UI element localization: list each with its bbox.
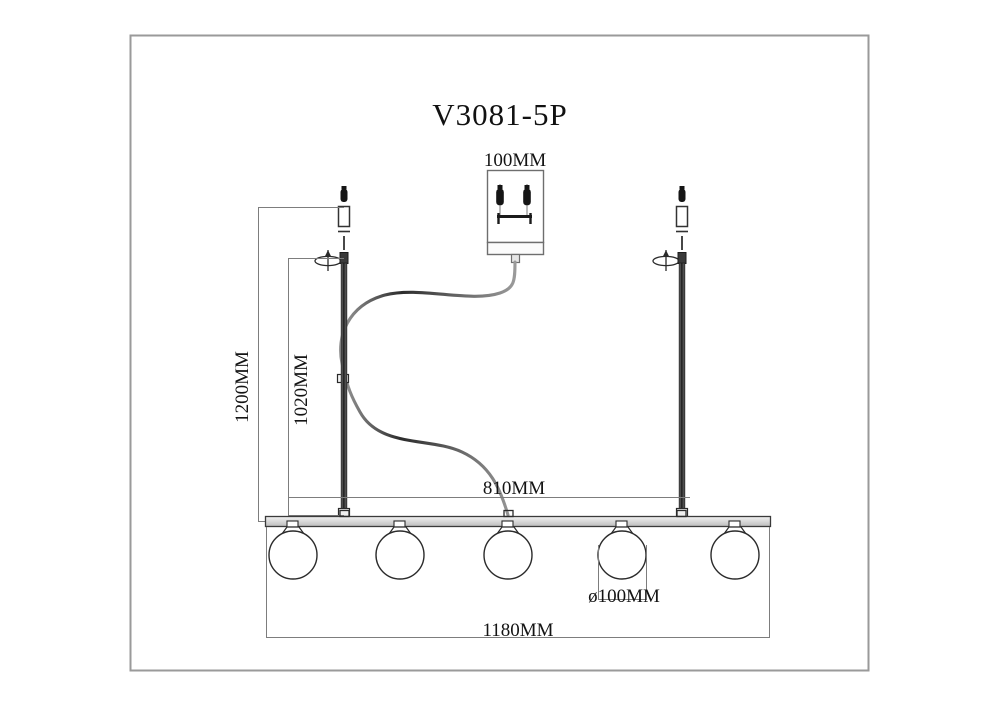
ceiling-canopy-assembly: 100MM [484,150,546,264]
glass-globe-2 [375,520,425,580]
rod-drop-label: 1020MM [291,354,312,426]
rod-drop-dimension: 1020MM [288,258,344,516]
left-suspension-rod-assembly [314,186,351,518]
right-ceiling-cup [675,205,689,228]
canopy-width-label: 100MM [484,150,546,171]
globe-diameter-dimension: ø100MM [588,545,660,607]
right-rod [678,262,686,516]
globe-2-sphere [375,530,425,580]
left-swivel-symbol [314,250,342,271]
left-ceiling-cup [337,205,351,228]
overall-drop-label: 1200MM [232,351,253,423]
glass-globe-5 [710,520,760,580]
canopy-bolt-right [523,184,531,218]
bar-mount-center [503,509,514,518]
cable-drop-label: 810MM [483,478,545,499]
globe-2-collar [393,520,406,528]
glass-globe-4 [597,520,647,580]
globe-diameter-label: ø100MM [588,586,660,607]
globe-4-sphere [597,530,647,580]
glass-globe-1 [268,520,318,580]
bar-mount-left [339,509,350,518]
drawing-border-frame [129,34,870,672]
globe-5-sphere [710,530,760,580]
canopy-bolt-left [496,184,504,218]
glass-globe-3 [483,520,533,580]
right-rod-ferrule [677,252,687,264]
globe-5-collar [728,520,741,528]
right-suspension-rod-assembly [652,186,689,518]
bar-length-dimension: 1180MM [266,527,770,641]
overall-drop-dimension: 1200MM [232,207,344,522]
light-bar-assembly [264,509,772,528]
light-bar [264,515,772,528]
globe-3-sphere [483,530,533,580]
page-title: V3081-5P [432,97,567,132]
globe-1-collar [286,520,299,528]
bar-length-label: 1180MM [482,620,553,641]
canopy-body [486,169,545,244]
left-rod [340,262,348,516]
globe-1-sphere [268,530,318,580]
globe-3-collar [501,520,514,528]
globe-4-collar [615,520,628,528]
cable-drop-dimension: 810MM [288,478,690,499]
right-swivel-symbol [652,250,680,271]
bar-mount-right [676,509,687,518]
left-ceiling-bolt [340,186,348,202]
canopy-bottom-plate [486,241,545,256]
right-ceiling-bolt [678,186,686,202]
